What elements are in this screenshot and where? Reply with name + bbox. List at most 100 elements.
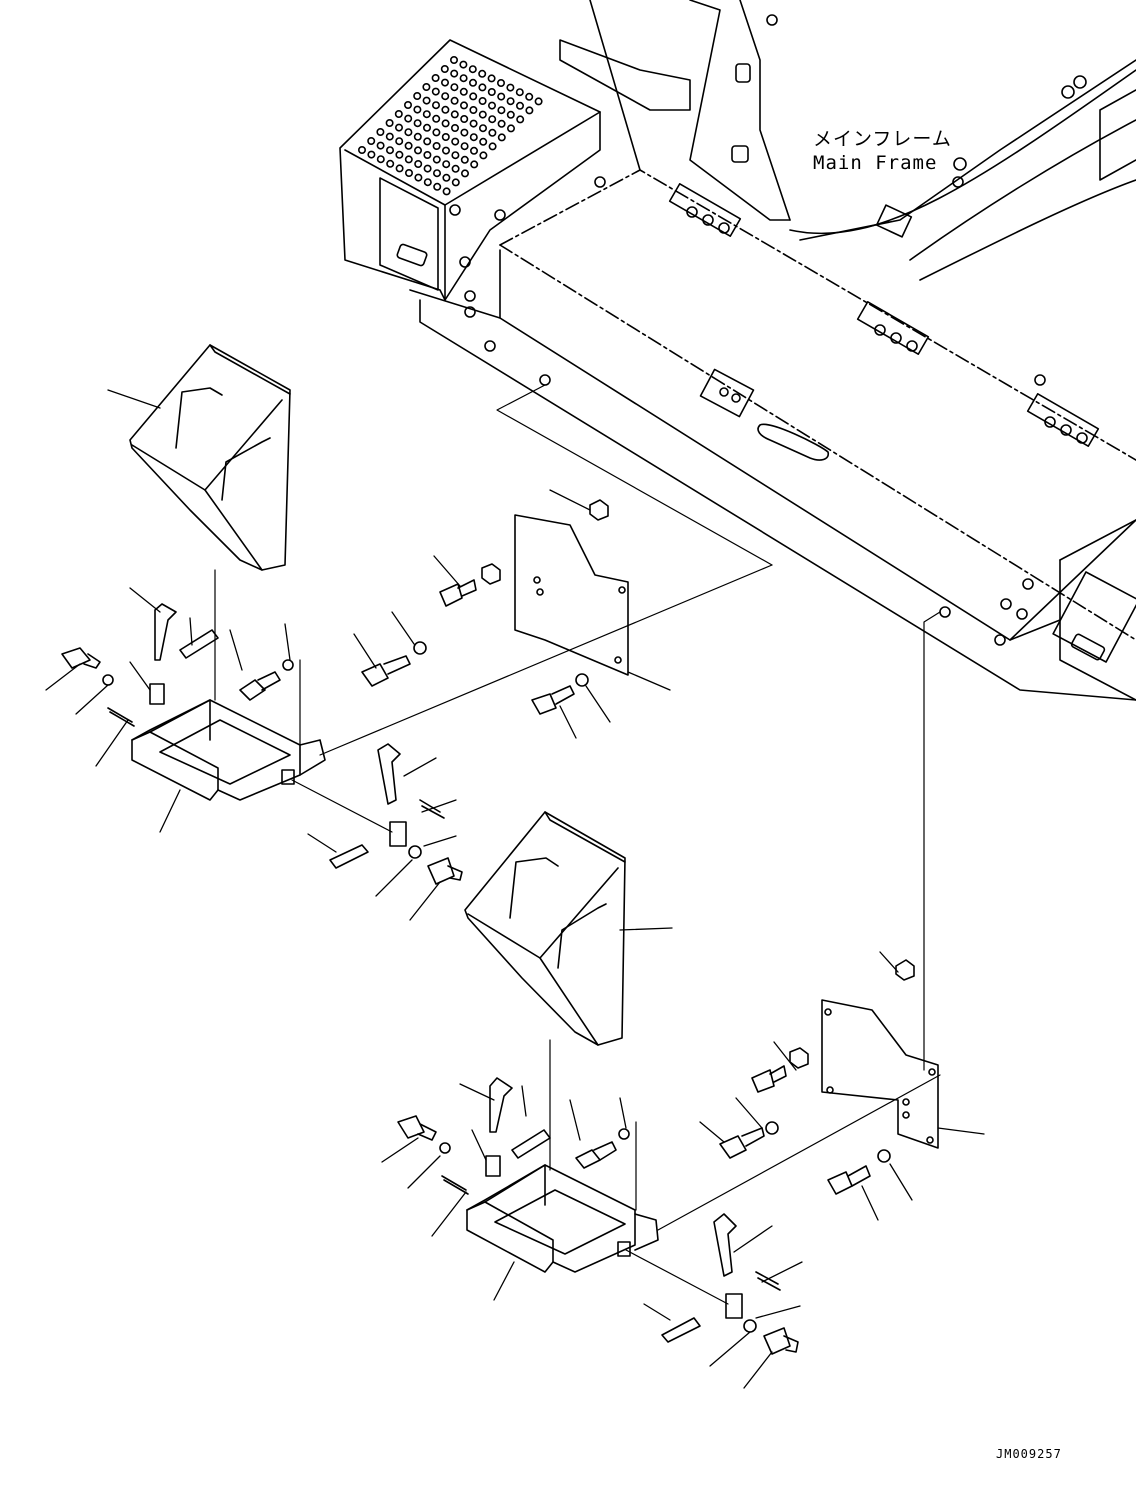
perforation-hole — [508, 112, 514, 118]
perforation-hole — [499, 134, 505, 140]
perforation-hole — [386, 120, 392, 126]
hex-bolt — [720, 1128, 764, 1158]
perforation-hole — [415, 161, 421, 167]
perforation-hole — [471, 148, 477, 154]
perforation-hole — [508, 125, 514, 131]
perforation-hole — [498, 121, 504, 127]
perforation-hole — [451, 84, 457, 90]
latch — [486, 1078, 512, 1176]
hex-bolt — [828, 1166, 870, 1194]
washer — [409, 846, 421, 858]
pin — [512, 1130, 550, 1158]
washer — [440, 1143, 450, 1153]
perforation-hole — [461, 102, 467, 108]
perforation-hole — [396, 111, 402, 117]
washer — [283, 660, 293, 670]
washer — [878, 1150, 890, 1162]
hex-bolt — [398, 1116, 436, 1140]
main-frame-assembly — [340, 0, 1136, 700]
step-tray — [132, 700, 325, 800]
perforation-hole — [451, 57, 457, 63]
perforation-hole — [452, 111, 458, 117]
perforation-hole — [480, 111, 486, 117]
hex-bolt — [240, 672, 280, 700]
perforation-hole — [415, 147, 421, 153]
perforation-hole — [517, 89, 523, 95]
hex-nut — [590, 500, 608, 520]
hex-bolt — [440, 580, 476, 606]
perforation-hole — [479, 98, 485, 104]
perforated-cover-box — [340, 40, 600, 300]
perforation-hole — [414, 120, 420, 126]
perforation-hole — [480, 139, 486, 145]
step-cover — [465, 812, 625, 1045]
washer — [619, 1129, 629, 1139]
perforation-hole — [423, 97, 429, 103]
perforation-hole — [414, 93, 420, 99]
drawing-code: JM009257 — [996, 1447, 1062, 1461]
perforation-hole — [434, 184, 440, 190]
hex-bolt — [362, 656, 410, 686]
perforation-hole — [479, 71, 485, 77]
beam-hinge — [670, 184, 741, 236]
perforation-hole — [442, 66, 448, 72]
hex-nut — [896, 960, 914, 980]
perforation-hole — [377, 142, 383, 148]
perforation-hole — [387, 161, 393, 167]
main-frame-label-en: Main Frame — [813, 152, 938, 174]
perforation-hole — [405, 115, 411, 121]
latch — [378, 744, 406, 846]
perforation-hole — [433, 116, 439, 122]
hex-bolt — [532, 686, 574, 714]
perforation-hole — [451, 98, 457, 104]
hex-bolt — [428, 858, 462, 884]
perforation-hole — [433, 88, 439, 94]
perforation-hole — [406, 170, 412, 176]
lower-step-assembly — [382, 812, 984, 1388]
perforation-hole — [489, 130, 495, 136]
perforation-hole — [433, 102, 439, 108]
perforation-hole — [489, 116, 495, 122]
perforation-hole — [442, 79, 448, 85]
main-frame-beam — [410, 170, 1136, 700]
perforation-hole — [498, 107, 504, 113]
perforation-hole — [470, 93, 476, 99]
perforation-hole — [526, 94, 532, 100]
perforation-hole — [377, 129, 383, 135]
perforation-hole — [387, 147, 393, 153]
perforation-hole — [453, 179, 459, 185]
perforation-hole — [406, 156, 412, 162]
beam-hinge — [1028, 394, 1099, 446]
washer — [576, 674, 588, 686]
perforation-hole — [452, 152, 458, 158]
perforation-hole — [432, 75, 438, 81]
split-pin — [108, 708, 134, 726]
perforation-hole — [461, 129, 467, 135]
main-frame-label-jp: メインフレーム — [813, 128, 952, 150]
hex-bolt — [764, 1328, 798, 1354]
perforation-hole — [461, 89, 467, 95]
pin — [330, 845, 368, 868]
perforation-hole — [434, 156, 440, 162]
perforation-hole — [452, 166, 458, 172]
perforation-hole — [489, 143, 495, 149]
perforation-hole — [480, 125, 486, 131]
beam-hinge — [858, 302, 929, 354]
perforation-hole — [442, 120, 448, 126]
perforation-hole — [452, 138, 458, 144]
perforation-hole — [461, 116, 467, 122]
perforation-hole — [405, 102, 411, 108]
perforation-hole — [442, 93, 448, 99]
perforation-hole — [443, 188, 449, 194]
perforation-hole — [443, 134, 449, 140]
mounting-plate — [515, 515, 628, 675]
perforation-hole — [396, 165, 402, 171]
perforation-hole — [424, 138, 430, 144]
perforation-hole — [368, 138, 374, 144]
perforation-hole — [460, 61, 466, 67]
perforation-hole — [498, 93, 504, 99]
latch — [150, 604, 176, 704]
perforation-hole — [470, 80, 476, 86]
perforation-hole — [535, 98, 541, 104]
perforation-hole — [471, 161, 477, 167]
